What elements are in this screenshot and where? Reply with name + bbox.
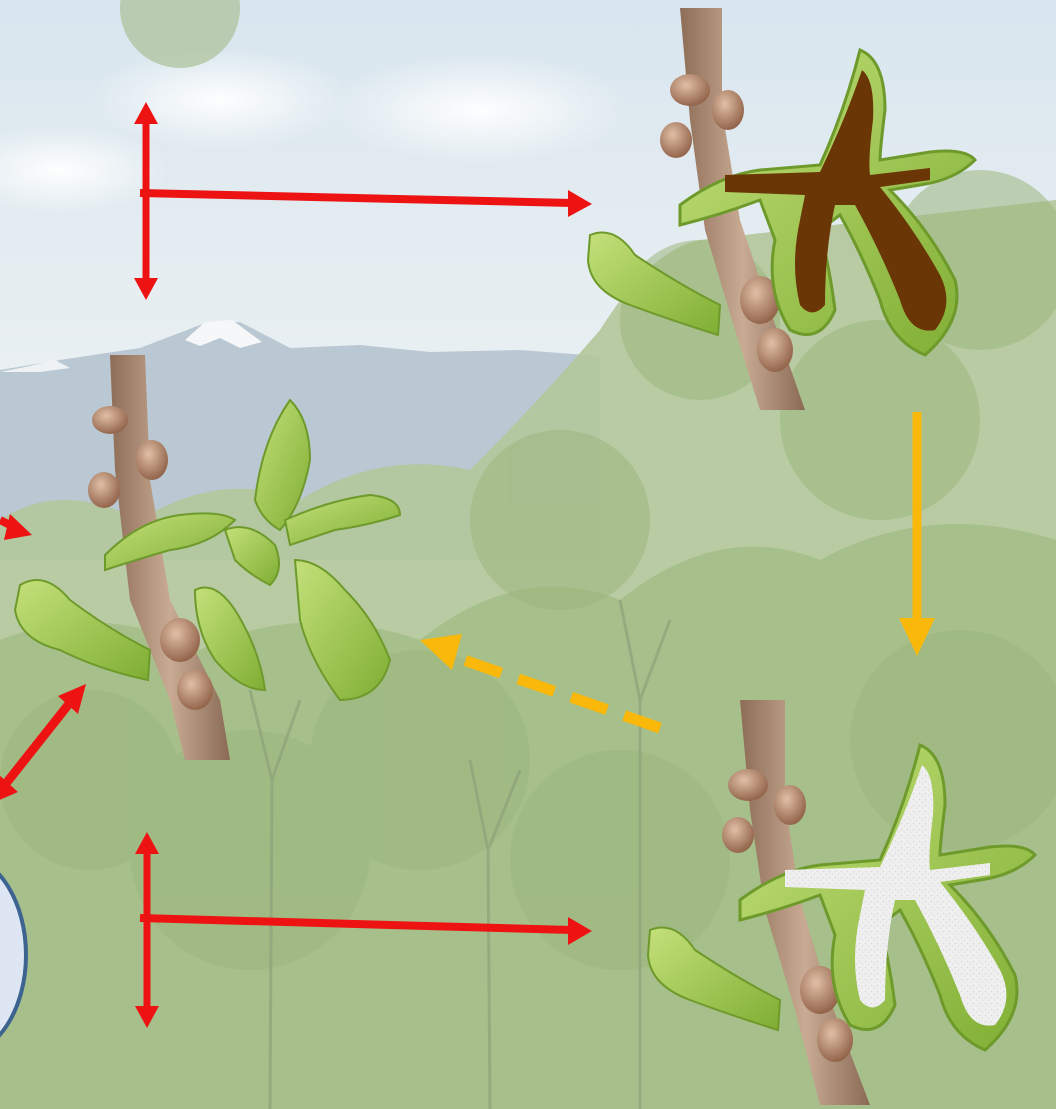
bud xyxy=(728,769,768,801)
cloud xyxy=(330,55,630,165)
bud xyxy=(722,817,754,853)
bud xyxy=(177,670,213,710)
bud xyxy=(92,406,128,434)
bud xyxy=(88,472,120,508)
bud xyxy=(757,328,793,372)
bud xyxy=(160,618,200,662)
bud xyxy=(817,1018,853,1062)
bud xyxy=(136,440,168,480)
bud xyxy=(670,74,710,106)
bud xyxy=(660,122,692,158)
bud xyxy=(712,90,744,130)
bud xyxy=(774,785,806,825)
